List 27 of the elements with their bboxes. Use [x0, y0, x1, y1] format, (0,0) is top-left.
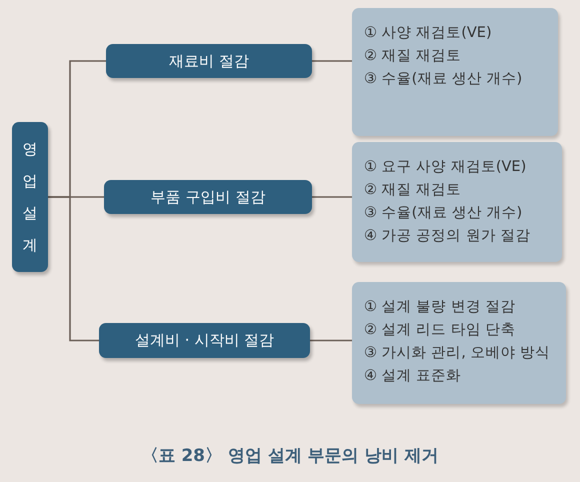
list-item: ③ 수율(재료 생산 개수): [364, 204, 524, 223]
connector-line: [310, 340, 352, 342]
list-box: [352, 142, 562, 262]
list-item: ③ 가시화 관리, 오베야 방식: [364, 344, 552, 363]
list-item: ④ 가공 공정의 원가 절감: [364, 227, 532, 246]
list-item: ① 요구 사양 재검토(VE): [364, 158, 528, 177]
category-box: [106, 44, 312, 78]
box-label: 부품 구입비 절감: [150, 188, 266, 206]
list-item: ② 설계 리드 타임 단축: [364, 321, 516, 340]
list-box: [352, 8, 558, 136]
caption: 〈표 28〉 영업 설계 부문의 낭비 제거: [140, 445, 440, 467]
list-item: ② 재질 재검토: [364, 181, 462, 200]
box-label: 설계비 · 시작비 절감: [134, 331, 274, 350]
list-item: ③ 수율(재료 생산 개수): [364, 70, 524, 89]
box-label: 재료비 절감: [169, 52, 249, 70]
root-box: [12, 122, 48, 272]
box-label: 영업 설계: [22, 139, 38, 256]
list-item: ④ 설계 표준화: [364, 367, 462, 386]
category-box: [99, 323, 310, 358]
connector-line: [312, 60, 352, 62]
connector-line: [48, 196, 99, 342]
connector-line: [312, 196, 352, 198]
category-box: [104, 180, 312, 214]
list-item: ① 사양 재검토(VE): [364, 24, 493, 43]
list-item: ① 설계 불량 변경 절감: [364, 298, 516, 317]
list-item: ② 재질 재검토: [364, 47, 462, 66]
list-box: [352, 282, 566, 404]
